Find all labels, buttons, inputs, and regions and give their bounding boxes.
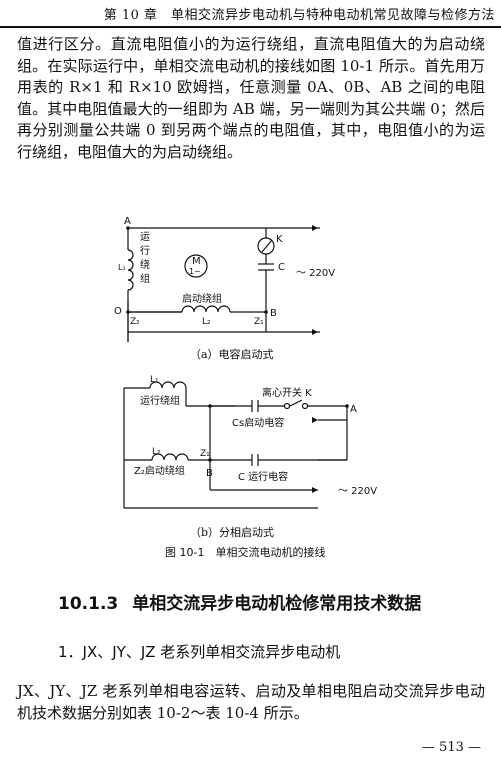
fig-b-cs: Cs启动电容 bbox=[232, 416, 284, 429]
section-heading: 10.1.3 单相交流异步电动机检修常用技术数据 bbox=[58, 589, 421, 614]
fig-b-label-z1: Z₁ bbox=[200, 449, 210, 459]
fig-a-run-winding-2: 行 bbox=[140, 244, 150, 257]
fig-a-start-winding: 启动绕组 bbox=[182, 292, 222, 305]
fig-b-voltage: ～ 220V bbox=[338, 486, 377, 497]
fig-b-caption: （b）分相启动式 bbox=[190, 526, 275, 539]
fig-a-voltage: ～ 220V bbox=[296, 268, 335, 279]
fig-a-label-z2: Z₂ bbox=[130, 317, 140, 327]
fig-a-label-l1: L₁ bbox=[118, 263, 126, 272]
section-number: 10.1.3 bbox=[58, 594, 119, 614]
figure-caption: 图 10-1 单相交流电动机的接线 bbox=[165, 546, 326, 559]
fig-b-label-b: B bbox=[206, 468, 213, 479]
fig-a-run-winding-3: 绕 bbox=[140, 258, 150, 271]
fig-a-label-a: A bbox=[124, 216, 131, 227]
fig-b-label-l1: L₁ bbox=[150, 375, 159, 385]
fig-a-run-winding-4: 组 bbox=[140, 272, 150, 285]
fig-a-label-o: O bbox=[114, 306, 122, 317]
body-paragraph-1: 值进行区分。直流电阻值小的为运行绕组，直流电阻值大的为启动绕组。在实际运行中，单… bbox=[17, 35, 485, 161]
running-header: 第 10 章 单相交流异步电动机与特种电动机常见故障与检修方法 bbox=[0, 0, 501, 28]
page-number: — 513 — bbox=[421, 740, 481, 755]
section-title: 单相交流异步电动机检修常用技术数据 bbox=[132, 594, 422, 614]
wiring-diagrams: A O B Z₂ Z₁ L₁ L₂ K C 运 行 绕 组 启动绕组 M 1~ … bbox=[114, 216, 377, 509]
subsection-heading: 1．JX、JY、JZ 老系列单相交流异步电动机 bbox=[58, 643, 341, 661]
fig-a-label-c: C bbox=[278, 262, 285, 273]
body-paragraph-2: JX、JY、JZ 老系列单相电容运转、启动及单相电阻启动交流异步电动机技术数据分… bbox=[17, 682, 485, 722]
fig-a-caption: （a）电容启动式 bbox=[190, 348, 274, 361]
fig-b-label-l2: L₂ bbox=[152, 447, 161, 457]
fig-a-run-winding-1: 运 bbox=[140, 231, 150, 243]
header-rule bbox=[0, 26, 501, 28]
fig-b-run-winding: 运行绕组 bbox=[140, 394, 180, 407]
fig-a-motor-m: M bbox=[192, 256, 201, 267]
fig-a-label-k: K bbox=[276, 234, 283, 245]
fig-a-label-b: B bbox=[270, 308, 277, 319]
fig-a-label-l2: L₂ bbox=[202, 317, 211, 327]
fig-b-label-a: A bbox=[350, 404, 357, 415]
fig-a-label-z1: Z₁ bbox=[254, 317, 264, 327]
header-text: 第 10 章 单相交流异步电动机与特种电动机常见故障与检修方法 bbox=[103, 8, 495, 23]
figure-10-1: A O B Z₂ Z₁ L₁ L₂ K C 运 行 绕 组 启动绕组 M 1~ … bbox=[0, 190, 501, 570]
fig-a-motor-sym: 1~ bbox=[189, 267, 201, 276]
fig-b-start-winding: Z₂启动绕组 bbox=[134, 464, 185, 477]
fig-b-crun: C 运行电容 bbox=[238, 470, 288, 483]
fig-b-switch: 离心开关 K bbox=[262, 386, 312, 399]
